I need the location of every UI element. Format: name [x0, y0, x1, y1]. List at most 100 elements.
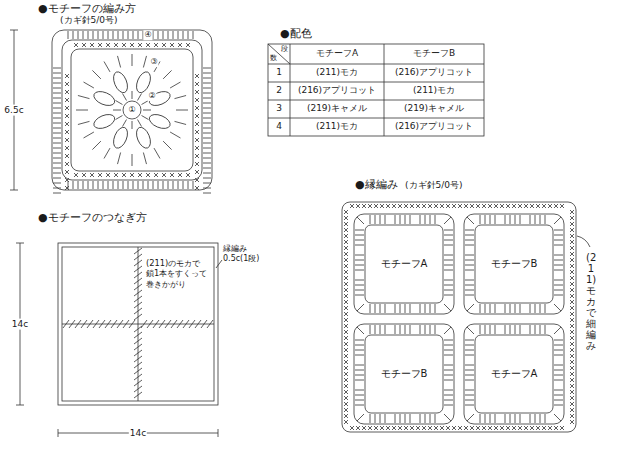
- single-crochet: [344, 414, 348, 418]
- double-crochet: [357, 327, 364, 334]
- whipstitch: [134, 248, 142, 254]
- stitch-symbols: [53, 31, 211, 193]
- double-crochet: [53, 113, 61, 114]
- table-cell: (211)モカ: [290, 121, 384, 132]
- single-crochet: [452, 204, 456, 208]
- single-crochet: [122, 173, 126, 177]
- double-crochet: [203, 108, 211, 109]
- single-crochet: [440, 426, 444, 430]
- double-crochet: [78, 31, 79, 39]
- single-crochet: [570, 384, 574, 388]
- double-crochet: [510, 325, 511, 334]
- single-crochet: [195, 114, 199, 118]
- single-crochet: [434, 204, 438, 208]
- double-crochet: [375, 414, 376, 423]
- double-crochet: [395, 215, 396, 224]
- single-crochet: [106, 43, 110, 47]
- double-crochet: [480, 325, 481, 334]
- single-crochet: [476, 204, 480, 208]
- single-crochet: [570, 408, 574, 412]
- single-crochet: [570, 348, 574, 352]
- single-crochet: [82, 173, 86, 177]
- single-crochet: [350, 426, 354, 430]
- double-crochet: [465, 290, 474, 291]
- single-crochet: [570, 228, 574, 232]
- double-crochet: [132, 54, 133, 66]
- double-crochet: [465, 375, 474, 376]
- single-crochet: [570, 366, 574, 370]
- double-crochet: [108, 181, 109, 189]
- single-crochet: [344, 396, 348, 400]
- motif-square: モチーフB: [352, 322, 456, 426]
- double-crochet: [444, 240, 453, 241]
- double-crochet: [485, 304, 486, 313]
- double-crochet: [203, 78, 211, 79]
- double-crochet: [467, 304, 474, 311]
- double-crochet: [203, 118, 211, 119]
- leader-line: [216, 260, 222, 268]
- single-crochet: [470, 426, 474, 430]
- single-crochet: [106, 173, 110, 177]
- single-crochet: [195, 138, 199, 142]
- double-crochet: [444, 255, 453, 256]
- double-crochet: [163, 141, 171, 149]
- single-crochet: [570, 210, 574, 214]
- single-crochet: [410, 204, 414, 208]
- single-crochet: [344, 252, 348, 256]
- single-crochet: [570, 342, 574, 346]
- join-seam: [62, 324, 214, 325]
- double-crochet: [554, 370, 563, 371]
- double-crochet: [73, 31, 74, 39]
- single-crochet: [344, 216, 348, 220]
- double-crochet: [400, 414, 401, 423]
- whipstitch: [207, 320, 213, 328]
- table-cell: (216)アプリコット: [290, 85, 384, 96]
- double-crochet: [116, 101, 123, 105]
- round-number: ④: [143, 30, 152, 40]
- double-crochet: [444, 345, 453, 346]
- single-crochet: [422, 204, 426, 208]
- double-crochet: [108, 31, 109, 39]
- double-crochet: [138, 94, 142, 101]
- double-crochet: [405, 215, 406, 224]
- single-crochet: [428, 204, 432, 208]
- double-crochet: [143, 181, 144, 189]
- single-crochet: [344, 360, 348, 364]
- single-crochet: [106, 43, 110, 47]
- single-crochet: [65, 138, 69, 142]
- double-crochet: [170, 82, 180, 88]
- whipstitch: [134, 392, 142, 398]
- single-crochet: [404, 426, 408, 430]
- single-crochet: [512, 426, 516, 430]
- double-crochet: [104, 148, 110, 158]
- single-crochet: [570, 300, 574, 304]
- double-crochet: [530, 304, 531, 313]
- single-crochet: [138, 173, 142, 177]
- single-crochet: [410, 426, 414, 430]
- single-crochet: [548, 204, 552, 208]
- motif-round: [365, 335, 443, 413]
- single-crochet: [570, 360, 574, 364]
- double-crochet: [410, 215, 411, 224]
- double-crochet: [355, 280, 364, 281]
- double-crochet: [554, 285, 563, 286]
- single-crochet: [570, 402, 574, 406]
- single-crochet: [344, 318, 348, 322]
- table-cell: (219)キャメル: [290, 103, 384, 114]
- single-crochet: [488, 426, 492, 430]
- table-diagonal: [268, 44, 290, 64]
- single-crochet-marks: [344, 204, 574, 430]
- double-crochet: [53, 183, 61, 184]
- motif-square: モチーフB: [462, 212, 566, 316]
- double-crochet: [465, 270, 474, 271]
- double-crochet: [355, 375, 364, 376]
- single-crochet: [186, 173, 190, 177]
- double-crochet: [430, 325, 431, 334]
- double-crochet: [128, 31, 129, 39]
- double-crochet: [203, 143, 211, 144]
- single-crochet: [570, 414, 574, 418]
- single-crochet: [146, 43, 150, 47]
- motif-round: [475, 335, 553, 413]
- single-crochet: [170, 43, 174, 47]
- double-crochet: [554, 345, 563, 346]
